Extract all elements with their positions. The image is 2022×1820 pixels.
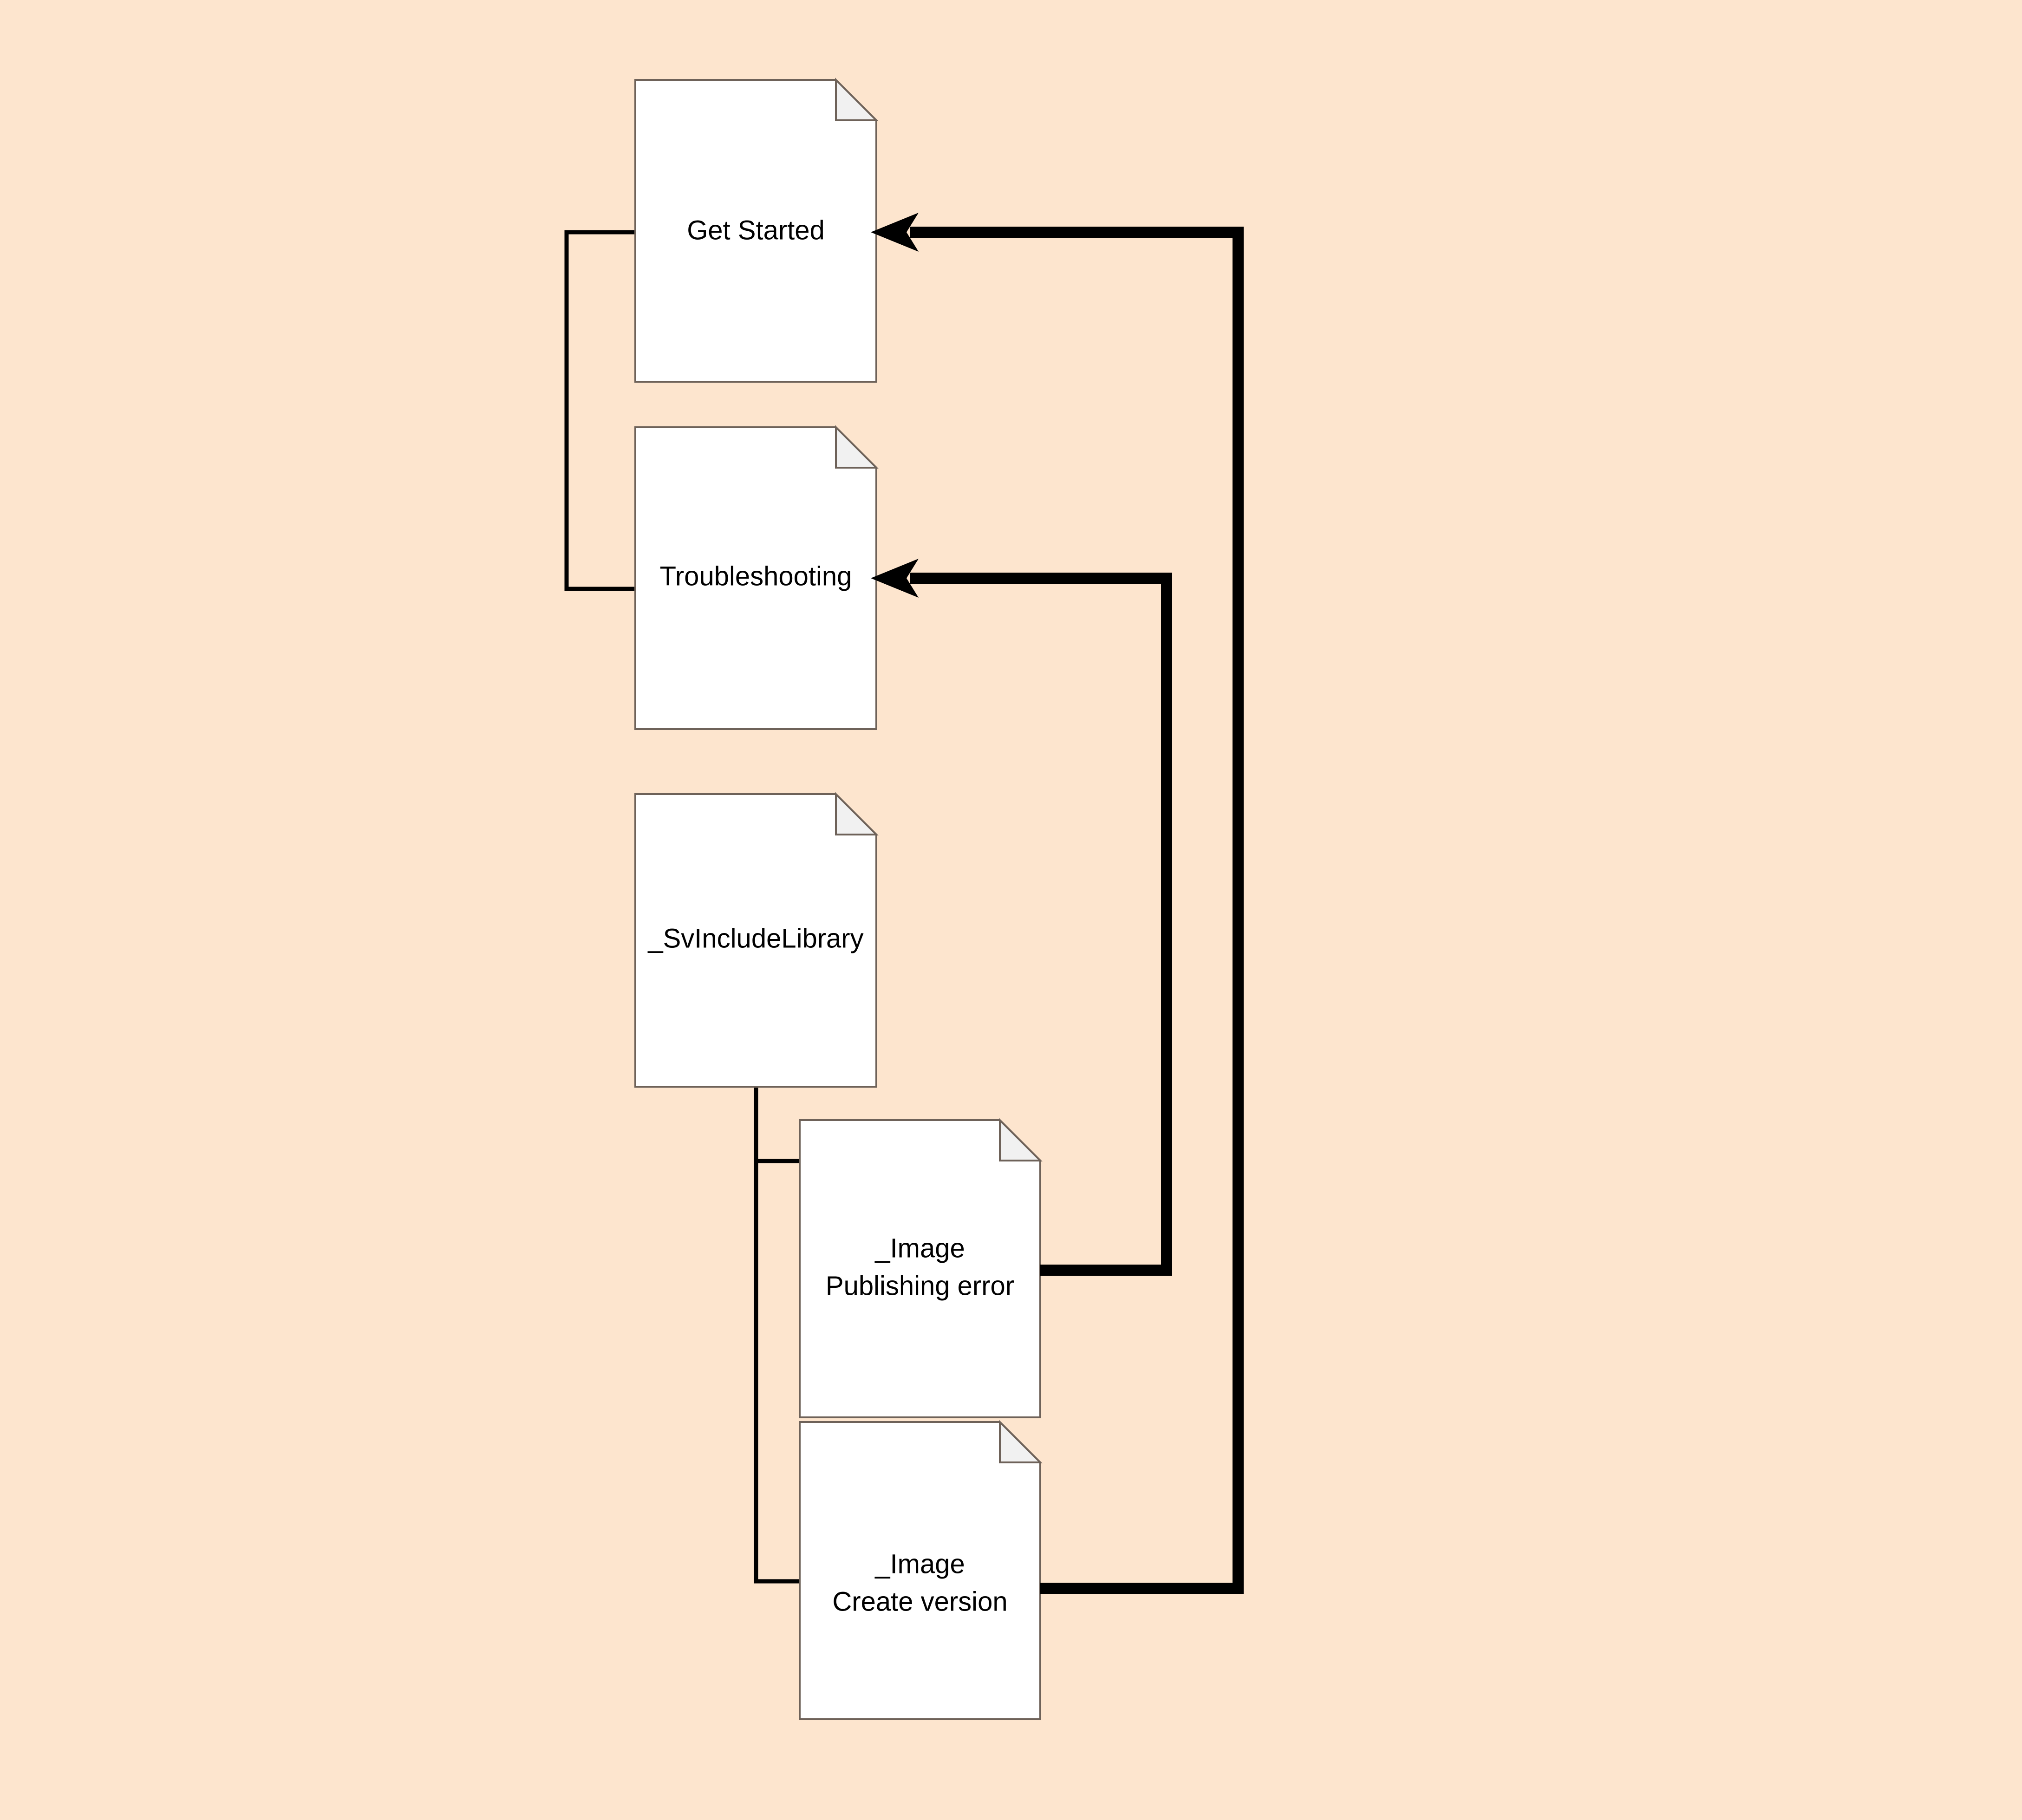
node-sv-include-library-fold-icon — [835, 792, 879, 835]
node-get-started[interactable]: Get Started — [634, 78, 879, 383]
node-troubleshooting-label: Troubleshooting — [660, 561, 852, 591]
node-troubleshooting[interactable]: Troubleshooting — [634, 425, 879, 730]
node-sv-include-library-shape[interactable] — [634, 793, 877, 1088]
thin-edges — [564, 230, 800, 1584]
node-image-publishing-error-label-line1: _Image — [874, 1233, 965, 1263]
node-sv-include-library-label: _SvIncludeLibrary — [647, 923, 863, 953]
node-troubleshooting-shape[interactable] — [634, 426, 877, 730]
edge-get-started-troubleshooting[interactable] — [564, 230, 635, 591]
node-image-publishing-error[interactable]: _Image Publishing error — [799, 1118, 1043, 1418]
node-troubleshooting-fold-icon — [835, 425, 879, 469]
edge-create-version-get-started[interactable] — [910, 227, 1244, 1594]
node-image-create-version[interactable]: _Image Create version — [799, 1420, 1043, 1720]
edge-create-version-get-started-arrowhead-icon — [871, 213, 919, 252]
node-image-publishing-error-fold-icon — [999, 1118, 1043, 1161]
node-image-publishing-error-shape[interactable] — [799, 1119, 1041, 1418]
node-get-started-fold-icon — [835, 78, 879, 121]
node-image-publishing-error-label-line2: Publishing error — [826, 1271, 1014, 1301]
node-image-create-version-label-line2: Create version — [832, 1586, 1007, 1617]
thick-edges — [871, 213, 1244, 1594]
edge-sv-include-library-create-version[interactable] — [754, 1087, 800, 1584]
node-image-create-version-label-line1: _Image — [874, 1549, 965, 1579]
edge-sv-include-library-publishing-error[interactable] — [754, 1087, 800, 1163]
node-sv-include-library[interactable]: _SvIncludeLibrary — [634, 792, 879, 1088]
edge-publishing-error-troubleshooting-arrowhead-icon — [871, 559, 919, 598]
edge-publishing-error-troubleshooting[interactable] — [910, 573, 1172, 1276]
node-get-started-label: Get Started — [687, 215, 825, 245]
node-image-create-version-fold-icon — [999, 1420, 1043, 1463]
node-get-started-shape[interactable] — [634, 79, 877, 383]
